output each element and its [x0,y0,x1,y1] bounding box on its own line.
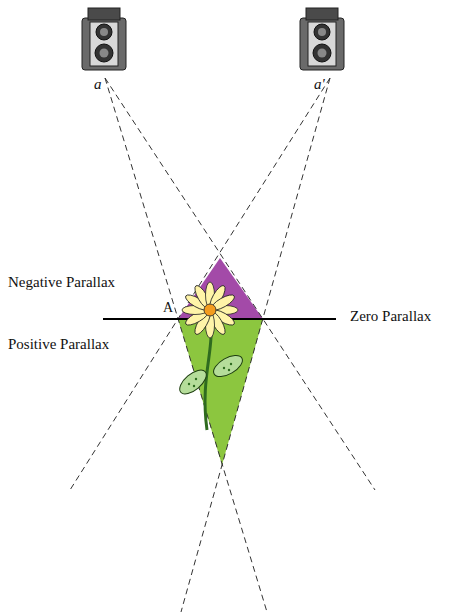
region-label: Positive Parallax [8,336,109,353]
camera-label: a' [314,76,325,93]
camera-label: a [94,76,102,93]
region-label: Negative Parallax [8,274,115,291]
plane-label: Zero Parallax [350,308,431,325]
point-label: A [163,300,173,315]
camera-left [82,8,126,70]
sight-lines [70,78,375,612]
camera-right [300,8,344,70]
flower [176,282,246,430]
negative-region [178,258,263,319]
